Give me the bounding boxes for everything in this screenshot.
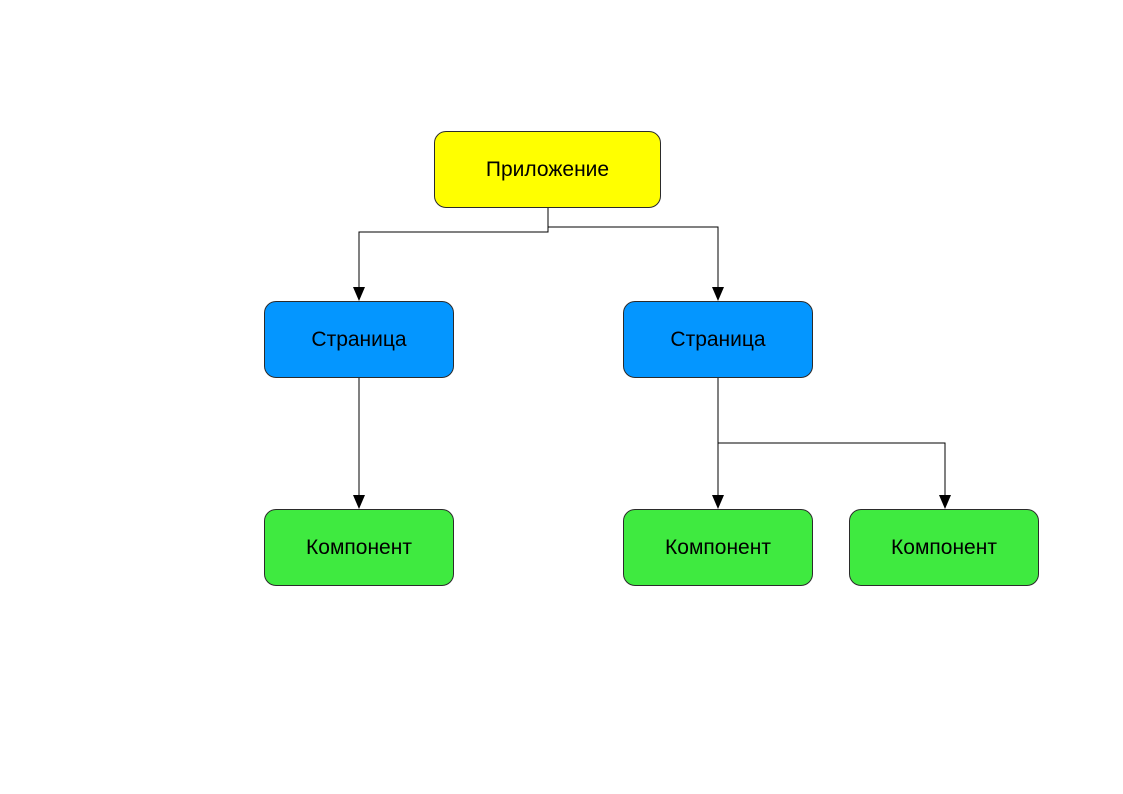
arrowhead-component-2 xyxy=(712,495,724,509)
connector-app-to-page-2 xyxy=(547,208,719,287)
node-page-1-label: Страница xyxy=(311,327,407,351)
node-app-label: Приложение xyxy=(485,157,610,181)
connector-app-to-page-1 xyxy=(358,208,549,287)
node-component-3[interactable]: Компонент xyxy=(849,509,1039,586)
arrowhead-page-1 xyxy=(353,287,365,301)
node-app[interactable]: Приложение xyxy=(434,131,661,208)
node-page-1[interactable]: Страница xyxy=(264,301,454,378)
arrowhead-page-2 xyxy=(712,287,724,301)
node-page-2[interactable]: Страница xyxy=(623,301,813,378)
node-component-2[interactable]: Компонент xyxy=(623,509,813,586)
node-component-1-label: Компонент xyxy=(306,535,412,559)
node-component-2-label: Компонент xyxy=(665,535,771,559)
node-page-2-label: Страница xyxy=(670,327,766,351)
connector-page-2-to-component-3 xyxy=(717,378,946,495)
node-component-3-label: Компонент xyxy=(891,535,997,559)
arrowhead-component-3 xyxy=(939,495,951,509)
arrowhead-component-1 xyxy=(353,495,365,509)
node-component-1[interactable]: Компонент xyxy=(264,509,454,586)
